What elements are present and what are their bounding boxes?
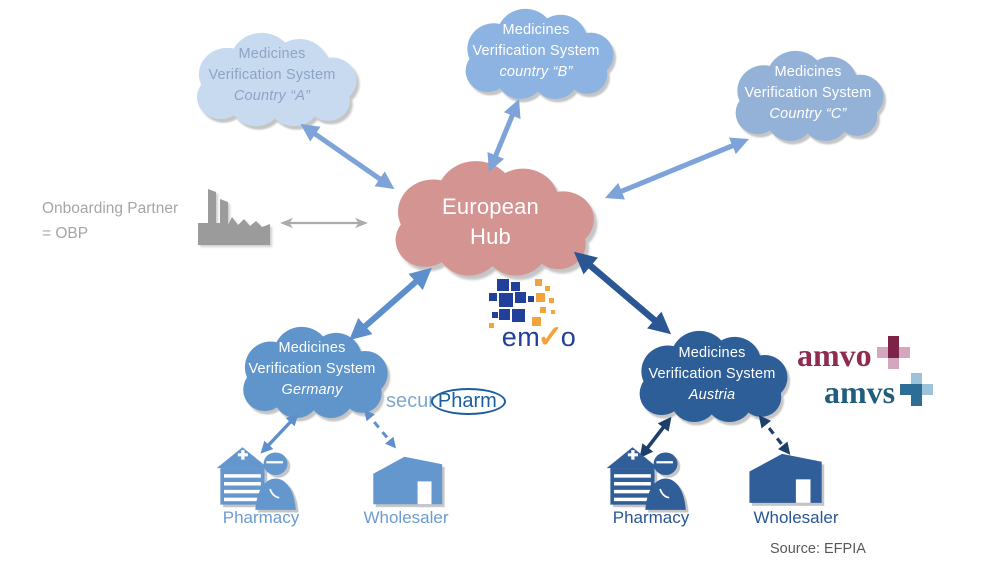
cloud-label-austria: Medicines Verification System Austria (627, 343, 797, 406)
pharmacy-icon-austria (605, 446, 687, 511)
amvo-logo-text: amvo (797, 337, 872, 373)
cloud-label-country-c: Medicines Verification System Country “C… (722, 62, 894, 125)
arrow-austria-hub (573, 251, 672, 335)
cloud-line: Verification System (648, 366, 776, 382)
cloud-line: Verification System (248, 361, 376, 377)
cloud-label-germany: Medicines Verification System Germany (228, 338, 396, 401)
cloud-line: Country “C” (769, 106, 847, 122)
pharmacy-icon-germany (215, 446, 297, 511)
wholesaler-icon-austria (749, 453, 822, 503)
amvs-cross-icon (900, 373, 934, 406)
arrow-countryA-hub (300, 123, 395, 190)
factory-icon (198, 189, 270, 245)
amvo-cross-icon (876, 336, 910, 369)
onboarding-line: Onboarding Partner (42, 200, 179, 217)
amvs-logo: amvs (824, 373, 934, 410)
onboarding-line: = OBP (42, 225, 89, 242)
arrow-germany-hub (349, 267, 432, 341)
cloud-line: Verification System (472, 43, 600, 59)
emvo-check-icon: ✓ (537, 319, 564, 354)
arrow-countryC-hub (605, 137, 749, 200)
arrow-germany-wholesaler (363, 409, 397, 449)
emvo-text-prefix: em (501, 322, 541, 352)
cloud-line: Medicines (502, 22, 570, 38)
securpharm-text-light: secur (386, 390, 435, 412)
arrow-countryB-hub (487, 99, 521, 172)
cloud-line: Country “A” (233, 88, 311, 104)
cloud-line: country “B” (499, 64, 573, 80)
securpharm-text-dark: Pharm (430, 388, 506, 415)
cloud-label-european-hub: European Hub (398, 192, 583, 252)
cloud-line: Austria (688, 387, 736, 403)
cloud-line: Medicines (774, 64, 842, 80)
wholesaler-label-austria: Wholesaler (753, 508, 839, 527)
cloud-line: Germany (281, 382, 343, 398)
pharmacy-label-germany: Pharmacy (222, 508, 300, 527)
cloud-line: Medicines (238, 46, 306, 62)
pharmacy-label-austria: Pharmacy (612, 508, 690, 527)
cloud-line: Verification System (208, 67, 336, 83)
amvo-logo: amvo (797, 336, 910, 373)
arrow-germany-pharmacy (260, 413, 299, 454)
arrow-austria-wholesaler (758, 415, 791, 455)
cloud-line: Medicines (278, 340, 346, 356)
emvo-logo-icon (489, 279, 555, 328)
wholesaler-icon-germany (373, 456, 443, 505)
wholesaler-label-germany: Wholesaler (363, 508, 449, 527)
cloud-label-country-b: Medicines Verification System country “B… (450, 20, 622, 83)
arrow-austria-pharmacy (639, 416, 672, 459)
source-credit: Source: EFPIA (770, 541, 866, 557)
onboarding-partner-label: Onboarding Partner = OBP (42, 196, 178, 246)
amvs-logo-text: amvs (824, 374, 896, 410)
cloud-line: European (441, 194, 539, 219)
emvo-logo-text: em✓o (486, 318, 592, 354)
emvo-text-suffix: o (560, 322, 577, 352)
cloud-label-country-a: Medicines Verification System Country “A… (182, 44, 362, 107)
cloud-line: Verification System (744, 85, 872, 101)
cloud-line: Medicines (678, 345, 746, 361)
cloud-line: Hub (470, 224, 511, 249)
